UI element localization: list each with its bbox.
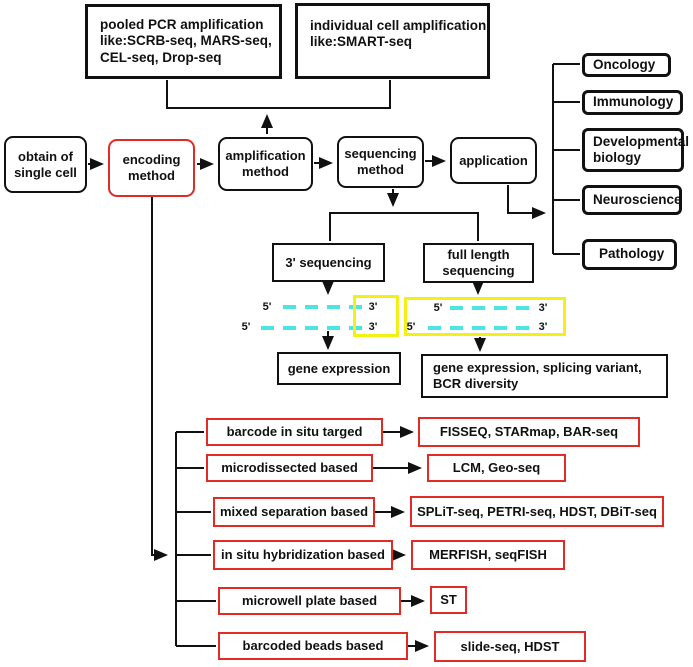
amplification-method-box: amplification method bbox=[218, 137, 313, 191]
encoding-category-mixed-separation: mixed separation based bbox=[213, 497, 375, 527]
obtain-single-cell-box: obtain of single cell bbox=[4, 136, 87, 193]
rna-strand-dashes bbox=[261, 305, 534, 330]
sequencing-method-box: sequencing method bbox=[337, 136, 424, 188]
pooled-pcr-amplification-box: pooled PCR amplification like:SCRB-seq, … bbox=[85, 4, 282, 79]
three-prime-sequencing-box: 3' sequencing bbox=[272, 243, 385, 282]
techniques-microwell-plate: ST bbox=[430, 586, 467, 614]
full-length-region-highlight bbox=[404, 297, 566, 336]
full-length-sequencing-box: full length sequencing bbox=[423, 243, 534, 283]
strand-5prime-label: 5' bbox=[406, 321, 416, 333]
main-flow-arrows bbox=[88, 155, 446, 170]
encoding-category-in-situ-hybridization: in situ hybridization based bbox=[213, 540, 393, 570]
techniques-barcoded-beads: slide-seq, HDST bbox=[434, 631, 586, 662]
strand-3prime-label: 3' bbox=[538, 321, 548, 333]
full-length-output-box: gene expression, splicing variant, BCR d… bbox=[421, 354, 668, 398]
application-item-immunology: Immunology bbox=[582, 90, 683, 115]
techniques-barcode-in-situ: FISSEQ, STARmap, BAR-seq bbox=[418, 417, 640, 447]
strand-3prime-label: 3' bbox=[538, 302, 548, 314]
application-item-oncology: Oncology bbox=[582, 53, 671, 77]
application-item-neuroscience: Neuroscience bbox=[582, 185, 682, 215]
sequencing-split-connector bbox=[322, 189, 486, 352]
techniques-mixed-separation: SPLiT-seq, PETRI-seq, HDST, DBiT-seq bbox=[410, 496, 664, 527]
encoding-branch-connector bbox=[151, 197, 429, 652]
gene-expression-output-box: gene expression bbox=[277, 352, 401, 385]
encoding-category-microdissected: microdissected based bbox=[206, 454, 373, 482]
amplification-examples-connector bbox=[166, 80, 391, 134]
encoding-category-barcode-in-situ: barcode in situ targed bbox=[206, 418, 383, 446]
strand-3prime-label: 3' bbox=[368, 321, 378, 333]
three-prime-region-highlight bbox=[353, 295, 399, 337]
strand-5prime-label: 5' bbox=[262, 301, 272, 313]
strand-5prime-label: 5' bbox=[433, 302, 443, 314]
encoding-method-box: encoding method bbox=[108, 139, 195, 197]
techniques-in-situ-hybridization: MERFISH, seqFISH bbox=[411, 540, 565, 570]
application-item-developmental-biology: Developmental biology bbox=[582, 128, 689, 172]
individual-cell-amplification-box: individual cell amplification like:SMART… bbox=[295, 3, 490, 79]
application-list-connector bbox=[507, 63, 580, 255]
techniques-microdissected: LCM, Geo-seq bbox=[427, 454, 566, 482]
strand-3prime-label: 3' bbox=[368, 301, 378, 313]
encoding-category-barcoded-beads: barcoded beads based bbox=[218, 632, 408, 660]
application-box: application bbox=[450, 137, 537, 184]
strand-5prime-label: 5' bbox=[241, 321, 251, 333]
application-item-pathology: Pathology bbox=[582, 239, 677, 270]
encoding-category-microwell-plate: microwell plate based bbox=[218, 587, 401, 615]
